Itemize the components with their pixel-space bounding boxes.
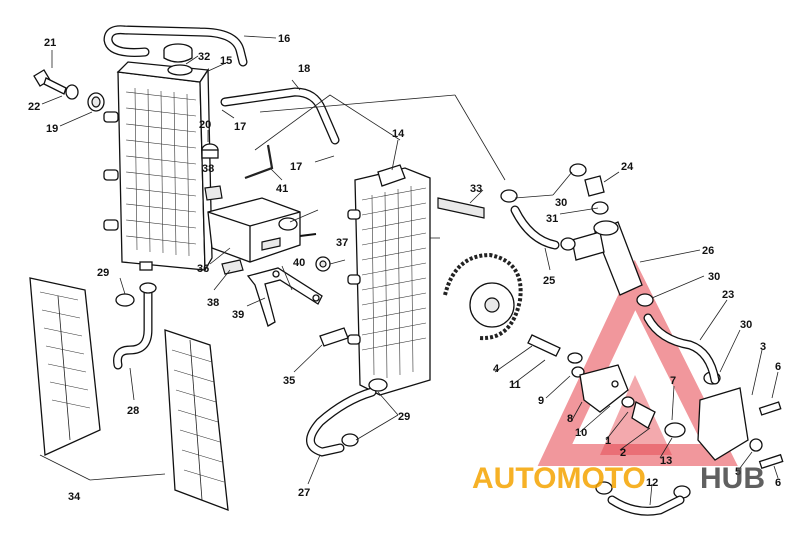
callout-8: 8 — [567, 413, 573, 425]
hose-clip-35 — [319, 327, 349, 347]
callout-33: 33 — [470, 183, 482, 195]
callout-27: 27 — [298, 487, 310, 499]
callout-31: 31 — [546, 213, 558, 225]
expansion-tank — [207, 197, 317, 263]
callout-15: 15 — [220, 55, 232, 67]
coolant-t-piece — [510, 175, 643, 296]
lower-hose-right — [306, 387, 377, 457]
callout-30-mid: 30 — [708, 271, 720, 283]
callout-16: 16 — [278, 33, 290, 45]
watermark-text: AUTOMOTO HUB — [472, 462, 765, 495]
gasket-strip — [437, 197, 485, 219]
callout-29-right: 29 — [398, 411, 410, 423]
water-pump-parts — [527, 334, 784, 470]
callout-labels: 1 2 3 4 5 6 6 7 8 9 10 11 12 13 14 15 16… — [28, 33, 781, 503]
watermark-hub: HUB — [700, 462, 765, 495]
right-radiator-shroud — [164, 329, 229, 511]
callout-35: 35 — [283, 375, 295, 387]
callout-38-top: 38 — [202, 163, 214, 175]
rubber-pad-38 — [221, 259, 244, 275]
callout-20: 20 — [199, 119, 211, 131]
callout-14: 14 — [392, 128, 405, 140]
callout-5: 5 — [735, 466, 741, 478]
callout-18: 18 — [298, 63, 310, 75]
callout-24: 24 — [621, 161, 634, 173]
left-radiator-shroud — [29, 277, 101, 456]
callout-30-top: 30 — [555, 197, 567, 209]
callout-23: 23 — [722, 289, 734, 301]
callout-17-right: 17 — [290, 161, 302, 173]
watermark-automoto: AUTOMOTO — [472, 462, 646, 495]
callout-12: 12 — [646, 477, 658, 489]
callout-28: 28 — [127, 405, 139, 417]
callout-17-left: 17 — [234, 121, 246, 133]
callout-19: 19 — [46, 123, 58, 135]
callout-40: 40 — [293, 257, 305, 269]
callout-2: 2 — [620, 447, 626, 459]
callout-21: 21 — [44, 37, 56, 49]
overflow-hose — [103, 25, 248, 67]
callout-29-left: 29 — [97, 267, 109, 279]
callout-1: 1 — [605, 435, 611, 447]
callout-38-bottom: 38 — [207, 297, 219, 309]
callout-37: 37 — [336, 237, 348, 249]
callout-22: 22 — [28, 101, 40, 113]
pump-outlet-hose — [643, 313, 720, 385]
callout-32: 32 — [198, 51, 210, 63]
bottom-hose — [607, 495, 685, 516]
callout-41: 41 — [276, 183, 288, 195]
callout-39: 39 — [232, 309, 244, 321]
leader-lines — [39, 35, 779, 506]
callout-3: 3 — [760, 341, 766, 353]
hose-clip-41 — [244, 144, 274, 180]
grommet-20 — [201, 143, 219, 159]
nut-37 — [315, 256, 331, 272]
callout-9: 9 — [538, 395, 544, 407]
callout-6-lower: 6 — [775, 477, 781, 489]
mounting-bracket — [246, 267, 323, 327]
upper-hose — [220, 87, 340, 145]
callout-6-upper: 6 — [775, 361, 781, 373]
callout-10: 10 — [575, 427, 587, 439]
callout-26: 26 — [702, 245, 714, 257]
radiator-cap — [163, 43, 193, 76]
callout-13: 13 — [660, 455, 672, 467]
callout-11: 11 — [509, 379, 521, 391]
drive-chain-sprocket — [443, 252, 523, 341]
lower-hose-left — [113, 282, 157, 370]
rubber-pad-38-top — [204, 185, 223, 201]
callout-30-right: 30 — [740, 319, 752, 331]
callout-34: 34 — [68, 491, 81, 503]
callout-7: 7 — [670, 375, 676, 387]
callout-4: 4 — [493, 363, 500, 375]
right-radiator — [347, 164, 431, 396]
callout-25: 25 — [543, 275, 555, 287]
left-radiator — [103, 61, 213, 273]
callout-36: 36 — [197, 263, 209, 275]
bolt-assembly — [33, 69, 105, 112]
